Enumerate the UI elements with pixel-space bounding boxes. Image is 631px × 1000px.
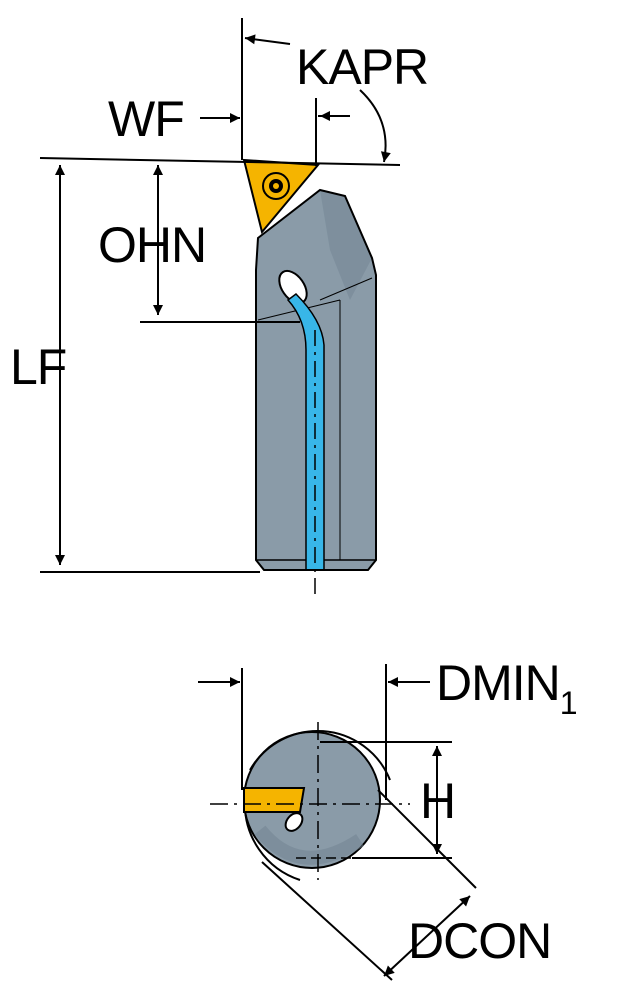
- lf-label: LF: [10, 339, 66, 395]
- side-view: KAPR WF OHN LF: [10, 18, 429, 595]
- dmin-label: DMIN1: [436, 655, 577, 721]
- h-label: H: [420, 773, 455, 829]
- kapr-arc: [359, 89, 391, 163]
- tool-head-shade: [320, 190, 372, 300]
- insert-end-view: [243, 787, 306, 813]
- wf-label: WF: [108, 91, 184, 147]
- dcon-circle-arc: [249, 729, 391, 781]
- dcon-label: DCON: [408, 913, 551, 969]
- kapr-label: KAPR: [296, 39, 428, 95]
- ohn-label: OHN: [98, 217, 206, 273]
- torx-screw-icon: [262, 172, 290, 200]
- dcon-dimension-line: [383, 895, 471, 977]
- end-view: DMIN1 H DCON: [198, 655, 578, 981]
- kapr-arrow-left: [244, 34, 291, 45]
- coolant-hole: [284, 812, 304, 832]
